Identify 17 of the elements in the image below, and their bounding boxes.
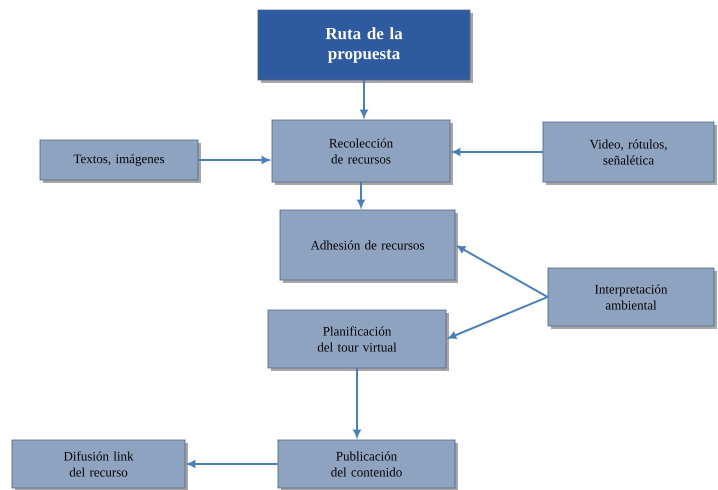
arrow xyxy=(353,368,361,438)
process-box: Difusión link del recurso xyxy=(12,440,188,490)
process-box: Recolección de recursos xyxy=(272,120,453,185)
process-box: Publicación del contenido xyxy=(278,440,458,490)
arrow xyxy=(357,182,365,208)
title-box: Ruta de la propuesta xyxy=(258,10,473,83)
arrow xyxy=(198,156,270,164)
arrow xyxy=(457,246,548,298)
arrow xyxy=(452,148,543,156)
process-box: Planificación del tour virtual xyxy=(268,310,449,371)
process-box: Adhesión de recursos xyxy=(280,210,458,283)
arrow xyxy=(188,460,278,468)
process-box: Video, rótulos, señalética xyxy=(542,122,717,185)
process-box: Interpretación ambiental xyxy=(548,268,717,329)
arrow xyxy=(448,296,548,339)
process-box: Textos, imágenes xyxy=(40,140,201,183)
arrow xyxy=(360,80,368,118)
